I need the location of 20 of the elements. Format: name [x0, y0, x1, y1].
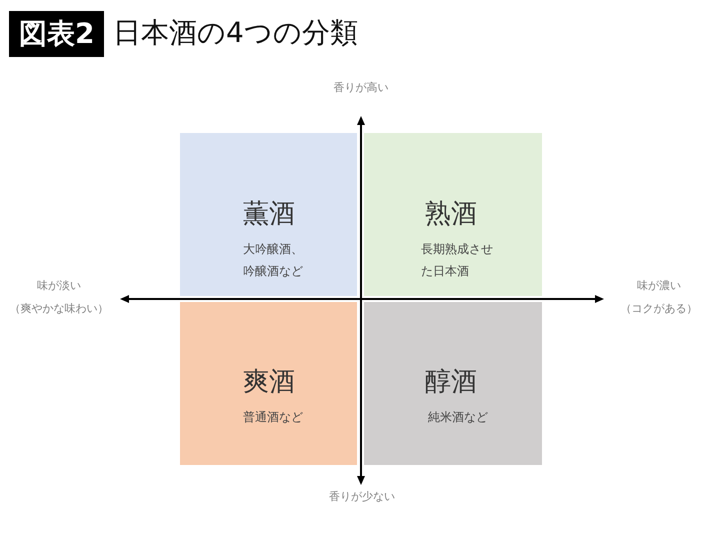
quadrant-description: 長期熟成させた日本酒 — [421, 241, 494, 280]
chart-title: 日本酒の4つの分類 — [113, 15, 358, 51]
quadrant-box — [364, 302, 542, 465]
axis-label: 味が濃い — [637, 279, 681, 293]
quadrant-heading: 爽酒 — [243, 367, 295, 397]
axis-label: 香りが高い — [334, 81, 388, 95]
quadrant-description: 大吟醸酒、吟醸酒など — [243, 241, 304, 280]
quadrant-box — [180, 302, 357, 465]
axis-label: （コクがある） — [620, 302, 698, 316]
quadrant-heading: 醇酒 — [425, 367, 477, 397]
axis-label: 香りが少ない — [329, 490, 395, 504]
quadrant-box — [180, 133, 357, 296]
quadrant-heading: 熟酒 — [425, 199, 477, 229]
axis-label: （爽やかな味わい） — [10, 302, 108, 316]
quadrant-description: 普通酒など — [243, 409, 304, 426]
quadrant-box — [364, 133, 542, 296]
quadrant-heading: 薫酒 — [243, 199, 295, 229]
axis-label: 味が淡い — [37, 279, 81, 293]
quadrant-description: 純米酒など — [428, 409, 489, 426]
figure-number-tag: 図表2 — [9, 11, 104, 57]
